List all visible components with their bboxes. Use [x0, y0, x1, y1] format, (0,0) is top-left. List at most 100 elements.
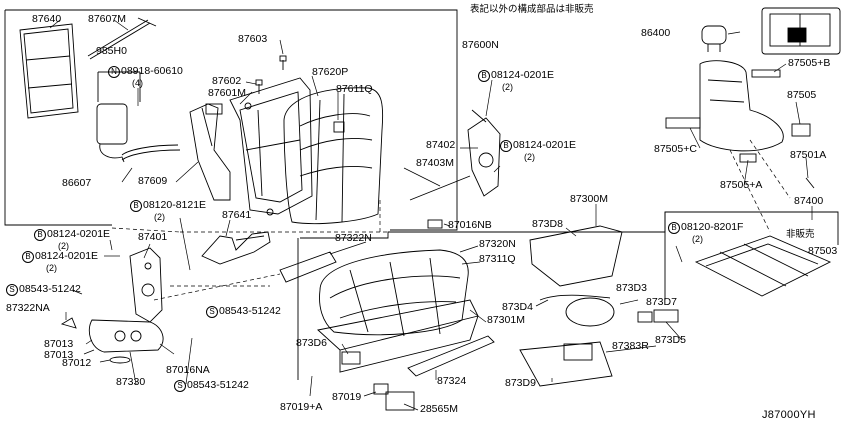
label-87640[interactable]: 87640	[32, 13, 62, 25]
b-prefix-icon: B	[22, 251, 34, 263]
label-87501A[interactable]: 87501A	[790, 149, 827, 161]
header-note: 表記以外の構成部品は非販売	[470, 4, 594, 15]
label-87383R[interactable]: 87383R	[612, 340, 649, 352]
label-87322NA[interactable]: 87322NA	[6, 302, 50, 314]
tray-873D9	[519, 341, 613, 387]
label-87505B[interactable]: 87505+B	[788, 57, 831, 69]
heater-873D3	[565, 297, 615, 327]
label-87402[interactable]: 87402	[426, 139, 456, 151]
side-cover-87330	[88, 319, 164, 353]
module-87383R	[563, 343, 593, 361]
trim-87322N	[279, 251, 337, 283]
b-prefix-icon: B	[130, 200, 142, 212]
label-87602[interactable]: 87602	[212, 75, 242, 87]
seatback-cushion-87620P	[283, 87, 384, 224]
trim-87324	[407, 335, 495, 377]
b-prefix-icon: B	[668, 222, 680, 234]
bolts-87603	[255, 55, 287, 94]
bracket-873D8	[529, 225, 623, 287]
not-sold-label: 非販売	[786, 229, 815, 240]
label-873D9[interactable]: 873D9	[505, 377, 536, 389]
label-87505C[interactable]: 87505+C	[654, 143, 697, 155]
label-87301M[interactable]: 87301M	[487, 314, 525, 326]
s-prefix-icon: S	[174, 380, 186, 392]
label-87300M[interactable]: 87300M	[570, 193, 608, 205]
label-873D7[interactable]: 873D7	[646, 296, 677, 308]
connector-873D5	[653, 309, 679, 323]
side-trim-87609	[189, 103, 231, 201]
s-prefix-icon: S	[206, 306, 218, 318]
label-87012[interactable]: 87012	[62, 357, 92, 369]
bolt-87501A	[805, 177, 815, 189]
label-87311Q[interactable]: 87311Q	[479, 253, 516, 265]
label-87503[interactable]: 87503	[808, 245, 838, 257]
label-87603[interactable]: 87603	[238, 33, 268, 45]
seat-cushion-87311Q	[319, 249, 469, 337]
harness-873D4	[539, 294, 611, 301]
label-87505[interactable]: 87505	[787, 89, 817, 101]
trim-87505C	[665, 117, 701, 129]
label-87019[interactable]: 87019	[332, 391, 362, 403]
label-28565M[interactable]: 28565M	[420, 403, 458, 415]
rod-87607M	[87, 17, 157, 60]
label-87401[interactable]: 87401	[138, 231, 168, 243]
label-873D4[interactable]: 873D4	[502, 301, 533, 313]
label-87601M[interactable]: 87601M	[208, 87, 246, 99]
label-87607M[interactable]: 87607M	[88, 13, 126, 25]
label-87620P[interactable]: 87620P	[312, 66, 349, 78]
label-87324[interactable]: 87324	[437, 375, 467, 387]
module-28565M	[385, 391, 415, 411]
harness-87641	[201, 231, 271, 265]
label-985H0[interactable]: 985H0	[96, 45, 127, 57]
diagram-code: J87000YH	[762, 409, 816, 421]
label-87600N[interactable]: 87600N	[462, 39, 499, 51]
label-87505A[interactable]: 87505+A	[720, 179, 763, 191]
label-87013-b[interactable]: 87013	[44, 349, 74, 361]
b-prefix-icon: B	[34, 229, 46, 241]
label-86400[interactable]: 86400	[641, 27, 671, 39]
label-87019A[interactable]: 87019+A	[280, 401, 323, 413]
seat-rails-87503	[694, 235, 832, 297]
label-87400[interactable]: 87400	[794, 195, 824, 207]
label-86607[interactable]: 86607	[62, 177, 92, 189]
seat-assembly	[699, 60, 784, 152]
recliner-87402	[467, 109, 501, 197]
seatback-outline-left	[4, 10, 112, 226]
connector-873D6	[341, 351, 361, 365]
label-87403M[interactable]: 87403M	[416, 157, 454, 169]
label-87641[interactable]: 87641	[222, 209, 252, 221]
b-prefix-icon: B	[478, 70, 490, 82]
seatback-outline	[5, 9, 458, 231]
label-873D8[interactable]: 873D8	[532, 218, 563, 230]
label-87016NB[interactable]: 87016NB	[448, 219, 492, 231]
knob-87505	[791, 123, 811, 137]
strap-86607	[121, 144, 179, 156]
headrest-86400	[701, 25, 727, 52]
connector-873D7	[637, 311, 653, 323]
label-873D5[interactable]: 873D5	[655, 334, 686, 346]
label-87320N[interactable]: 87320N	[479, 238, 516, 250]
assembly-dashes	[111, 139, 791, 301]
label-87016NA[interactable]: 87016NA	[166, 364, 210, 376]
recliner-87401	[129, 247, 163, 323]
label-87611Q[interactable]: 87611Q	[336, 83, 373, 95]
label-873D3[interactable]: 873D3	[616, 282, 647, 294]
label-87013-a[interactable]: 87013	[44, 338, 74, 350]
label-87330[interactable]: 87330	[116, 376, 146, 388]
label-873D6[interactable]: 873D6	[296, 337, 327, 349]
label-87609[interactable]: 87609	[138, 175, 168, 187]
airbag-985H0	[96, 71, 141, 163]
b-prefix-icon: B	[500, 140, 512, 152]
label-87322N[interactable]: 87322N	[335, 232, 372, 244]
